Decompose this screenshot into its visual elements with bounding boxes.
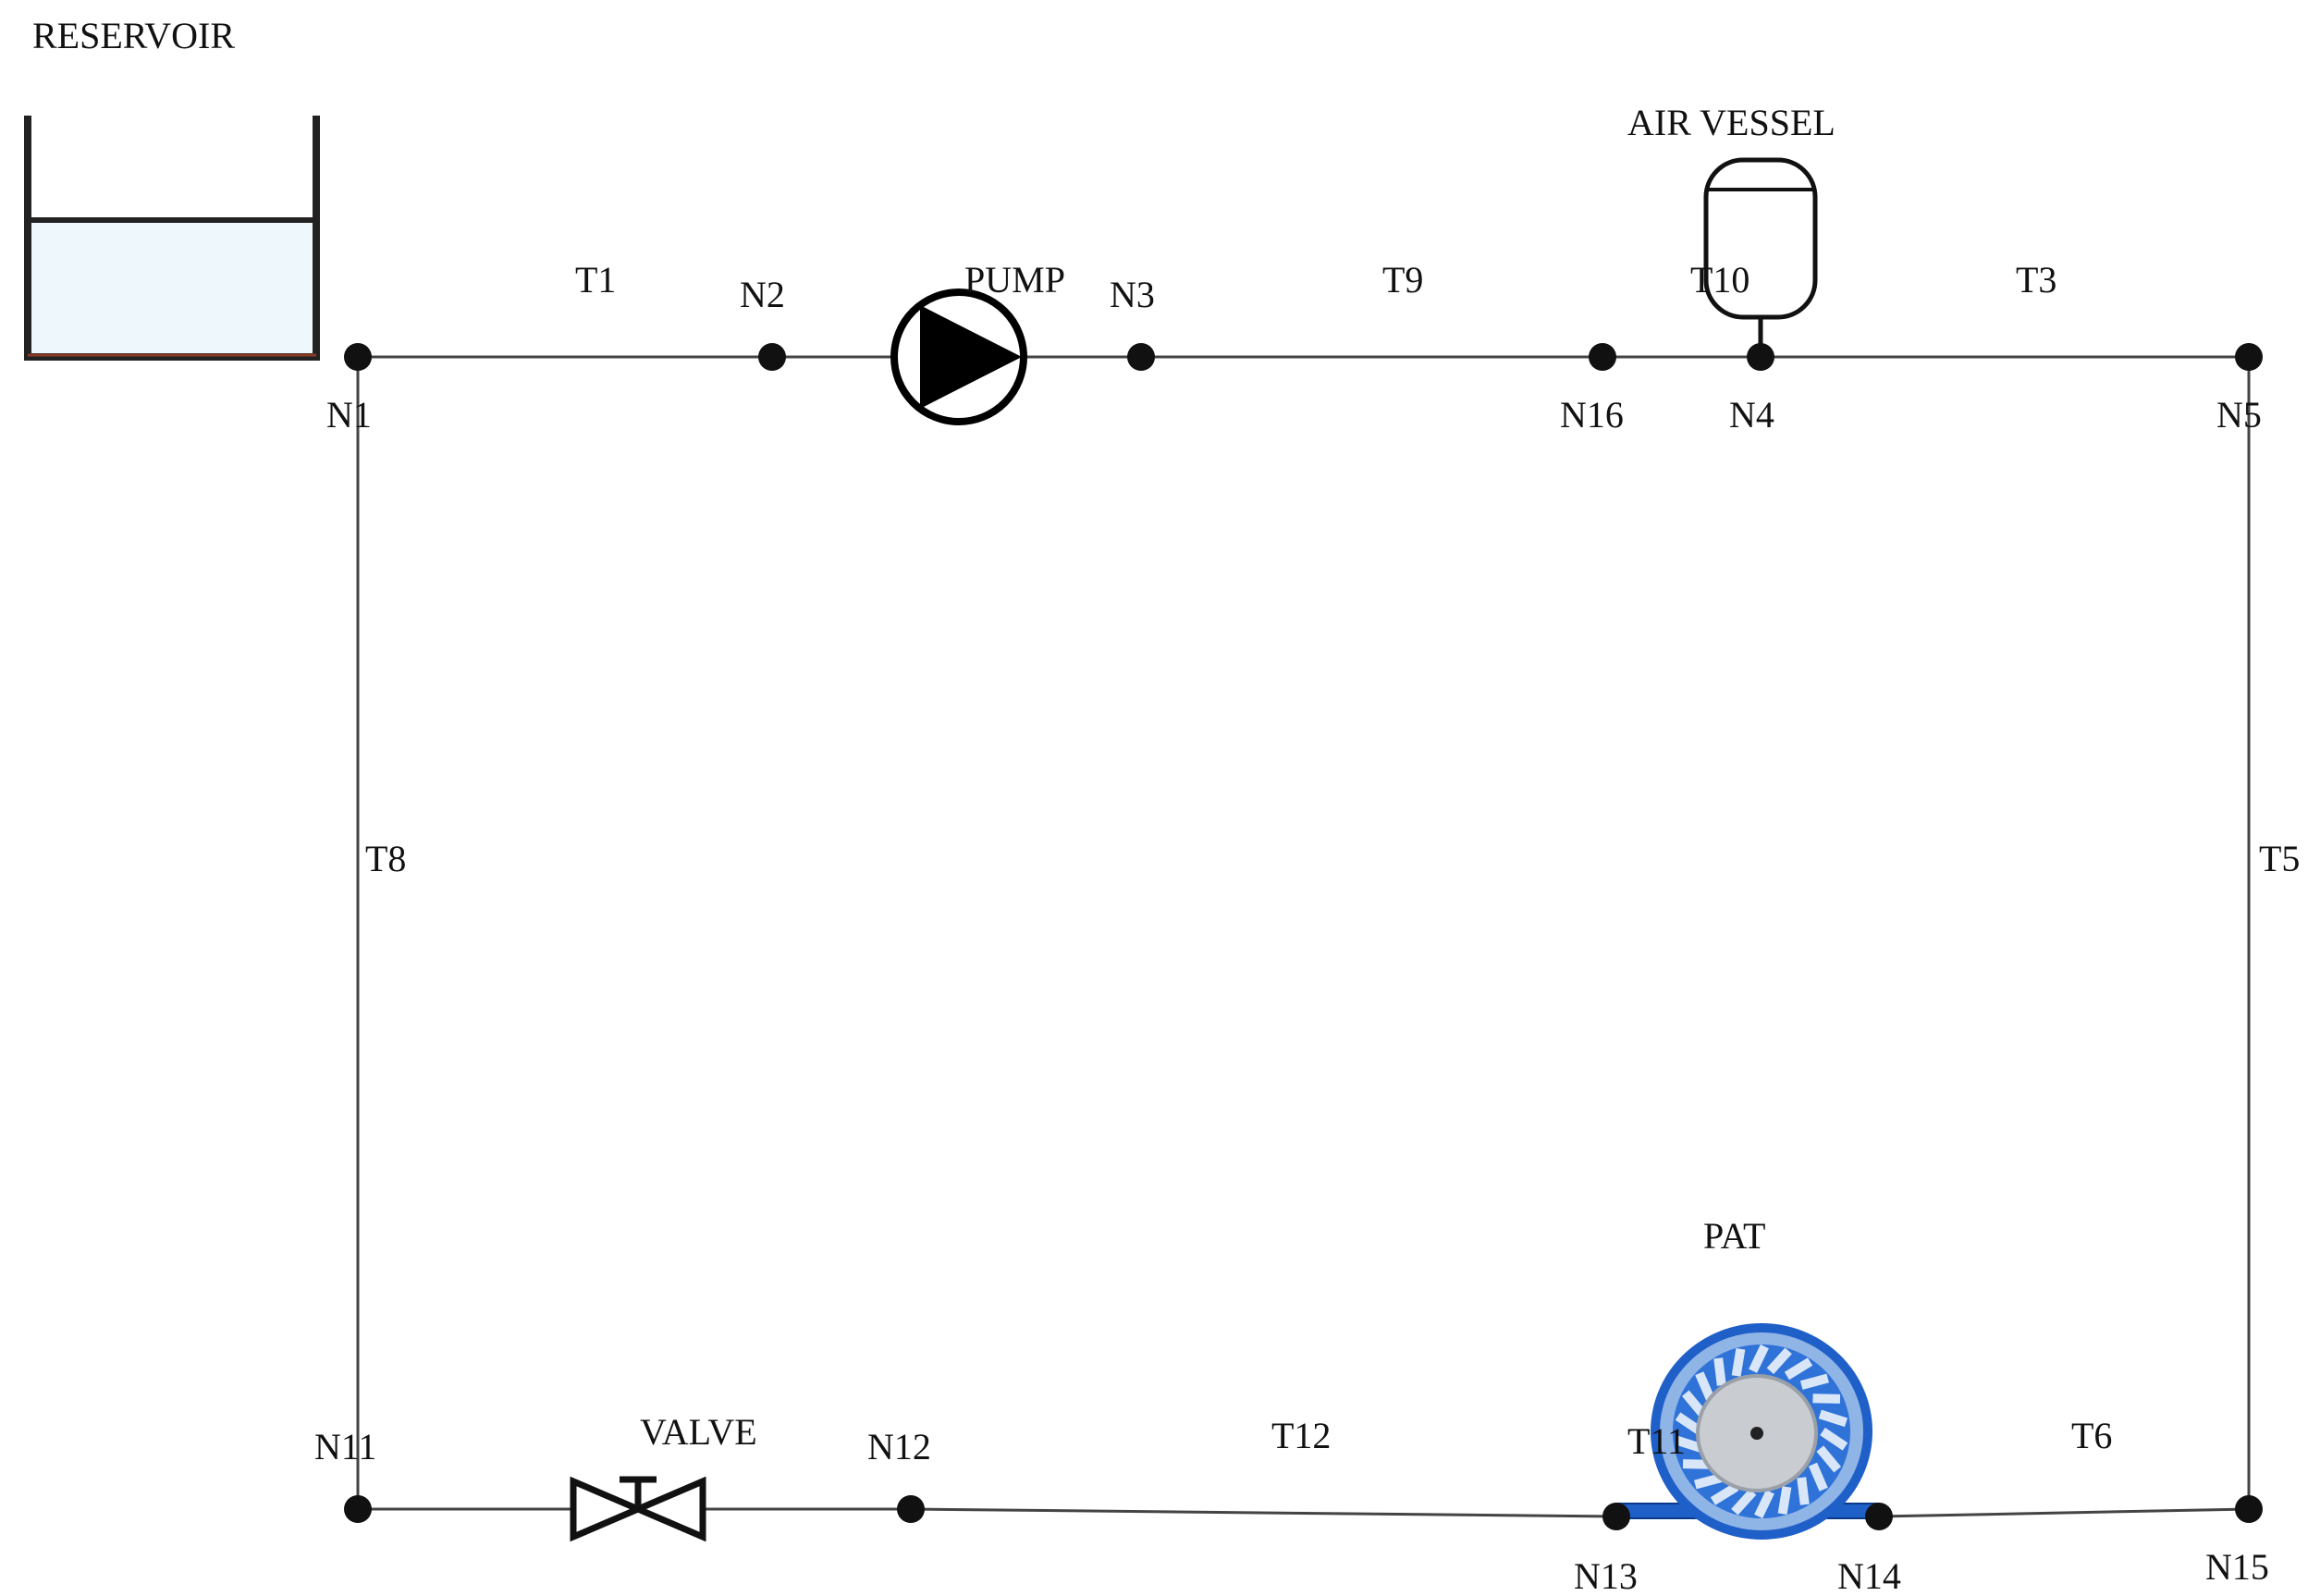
- pat-blade: [1784, 1357, 1813, 1381]
- node-n4[interactable]: [1747, 343, 1774, 371]
- nodes: [344, 343, 2263, 1530]
- node-n15[interactable]: [2235, 1495, 2263, 1523]
- node-label: N15: [2205, 1546, 2269, 1588]
- pat-label: PAT: [1703, 1215, 1765, 1257]
- pat-blade: [1710, 1482, 1739, 1505]
- pipe-label: T11: [1627, 1420, 1686, 1462]
- air-vessel-symbol[interactable]: [1703, 157, 1818, 357]
- pat-blade: [1731, 1347, 1746, 1377]
- node-n2[interactable]: [758, 343, 786, 371]
- node-n11[interactable]: [344, 1495, 372, 1523]
- node-n12[interactable]: [897, 1495, 925, 1523]
- node-label: N13: [1574, 1555, 1638, 1596]
- pat-blade: [1766, 1347, 1792, 1375]
- pipe-label: T10: [1690, 259, 1749, 301]
- pipe-label: T9: [1382, 259, 1423, 301]
- node-label: N5: [2216, 394, 2262, 436]
- node-n5[interactable]: [2235, 343, 2263, 371]
- pipe-t12: [910, 1507, 1617, 1518]
- pat-blade: [1797, 1477, 1810, 1505]
- node-n14[interactable]: [1865, 1503, 1893, 1530]
- node-label: N4: [1729, 394, 1774, 436]
- node-label: N3: [1110, 274, 1155, 315]
- pat-blade: [1681, 1390, 1707, 1418]
- pat-blade: [1777, 1486, 1792, 1516]
- pat-blade: [1754, 1490, 1774, 1519]
- pat-blade: [1816, 1445, 1842, 1473]
- pat-blade: [1713, 1357, 1726, 1386]
- pipe-t6: [1878, 1507, 2250, 1518]
- pipes: [356, 355, 2251, 1518]
- pump-label: PUMP: [964, 259, 1065, 301]
- pat-blade: [1693, 1473, 1724, 1490]
- pat-blade: [1820, 1427, 1848, 1451]
- pat-blade: [1812, 1393, 1841, 1404]
- valve-symbol[interactable]: [570, 1476, 706, 1542]
- node-n1[interactable]: [344, 343, 372, 371]
- node-label: N16: [1560, 394, 1624, 436]
- pipe-label: T1: [575, 259, 616, 301]
- node-n13[interactable]: [1602, 1503, 1630, 1530]
- air-vessel-label: AIR VESSEL: [1627, 102, 1835, 143]
- node-n3[interactable]: [1127, 343, 1155, 371]
- pat-symbol[interactable]: [1615, 1323, 1880, 1540]
- node-label: N1: [326, 394, 372, 436]
- node-label: N11: [314, 1426, 376, 1467]
- pat-blade: [1799, 1373, 1830, 1390]
- pipe-label: T8: [365, 838, 406, 879]
- node-label: N12: [867, 1426, 931, 1467]
- reservoir-label: RESERVOIR: [32, 15, 235, 56]
- pipe-label: T6: [2071, 1415, 2112, 1456]
- pat-blade: [1695, 1371, 1715, 1401]
- pat-blade: [1808, 1462, 1828, 1492]
- pat-blade: [1749, 1344, 1769, 1373]
- pump-symbol[interactable]: [890, 289, 1027, 425]
- pat-blade: [1731, 1488, 1757, 1516]
- node-n16[interactable]: [1589, 343, 1616, 371]
- node-label: N2: [740, 274, 785, 315]
- pipe-label: T12: [1271, 1415, 1331, 1456]
- reservoir-symbol[interactable]: [24, 116, 320, 361]
- node-label: N14: [1837, 1555, 1901, 1596]
- valve-label: VALVE: [640, 1411, 757, 1453]
- pat-blade: [1818, 1409, 1848, 1428]
- pipe-label: T3: [2016, 259, 2056, 301]
- pipe-label: T5: [2259, 838, 2300, 879]
